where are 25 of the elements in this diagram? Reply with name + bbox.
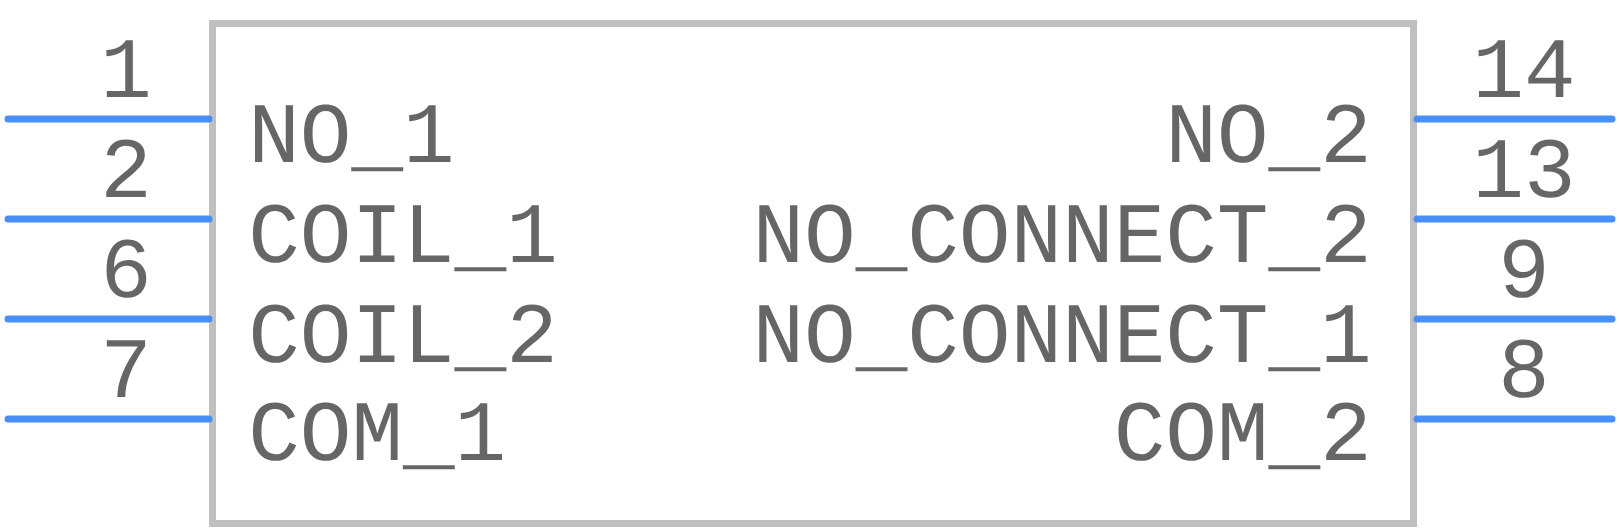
pin-name: COIL_1	[252, 204, 554, 272]
pin-number: 6	[106, 239, 147, 298]
pin-line	[1413, 115, 1616, 123]
pin-number: 1	[106, 40, 148, 97]
component-box	[209, 20, 1417, 527]
pin-number: 13	[1478, 139, 1571, 198]
pin-number: 2	[106, 139, 146, 197]
pin-name: NO_1	[255, 104, 451, 172]
pin-name: NO_CONNECT_1	[759, 304, 1368, 372]
pin-number: 14	[1478, 40, 1572, 97]
pin-name: COM_1	[252, 402, 503, 470]
pin-line	[4, 215, 213, 223]
pin-name: NO_2	[1172, 104, 1366, 172]
pin-line	[4, 315, 213, 323]
pin-line	[4, 115, 213, 123]
pin-number: 7	[106, 340, 146, 397]
pin-line	[1413, 215, 1616, 223]
pin-number: 9	[1504, 239, 1544, 298]
pin-name: COIL_2	[252, 304, 552, 372]
pin-line	[4, 415, 213, 423]
pin-number: 8	[1503, 339, 1545, 398]
pin-name: COM_2	[1118, 402, 1366, 470]
pin-name: NO_CONNECT_2	[759, 204, 1366, 272]
pin-line	[1413, 315, 1616, 323]
pin-line	[1413, 415, 1616, 423]
